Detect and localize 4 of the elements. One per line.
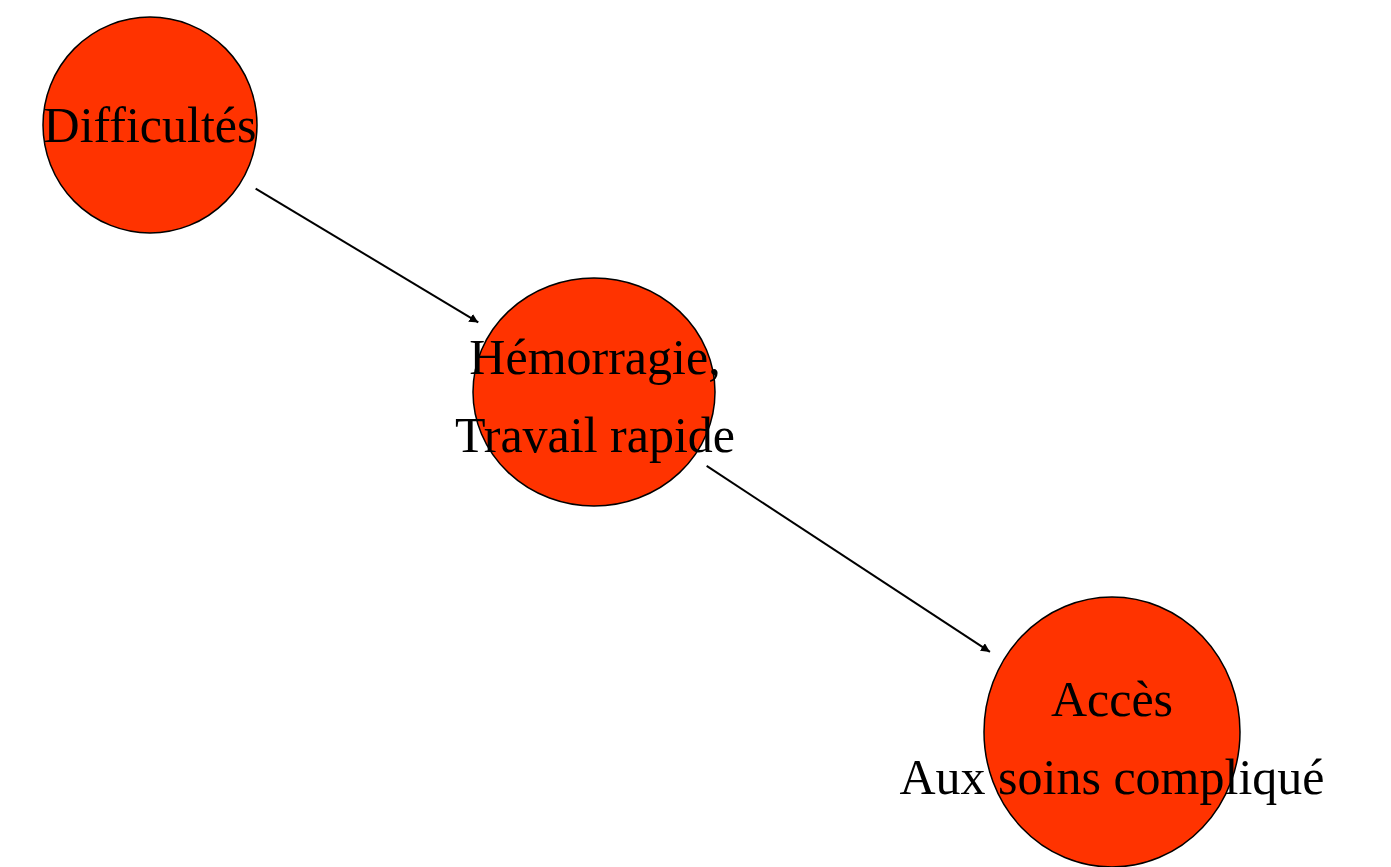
arrow	[705, 464, 991, 653]
node-label: Difficultés	[42, 96, 258, 155]
node-label: Accès	[1049, 670, 1175, 729]
arrow	[254, 187, 480, 324]
